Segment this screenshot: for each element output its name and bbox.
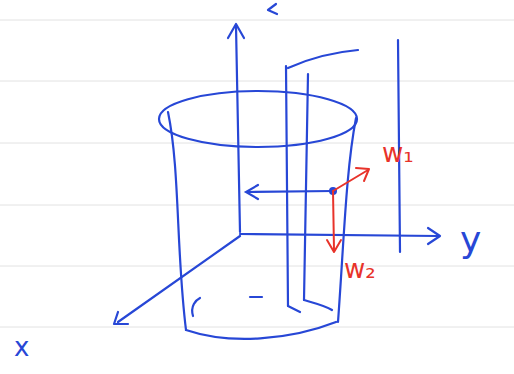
ruled-lines bbox=[0, 20, 514, 327]
vector-label: w₁ bbox=[382, 140, 414, 166]
vector-label: w₂ bbox=[344, 256, 376, 282]
axes bbox=[114, 4, 440, 324]
axis-label: x bbox=[14, 334, 29, 360]
point-vectors bbox=[246, 168, 369, 252]
cylinder-outline bbox=[159, 40, 400, 339]
axis-label: y bbox=[460, 222, 481, 258]
